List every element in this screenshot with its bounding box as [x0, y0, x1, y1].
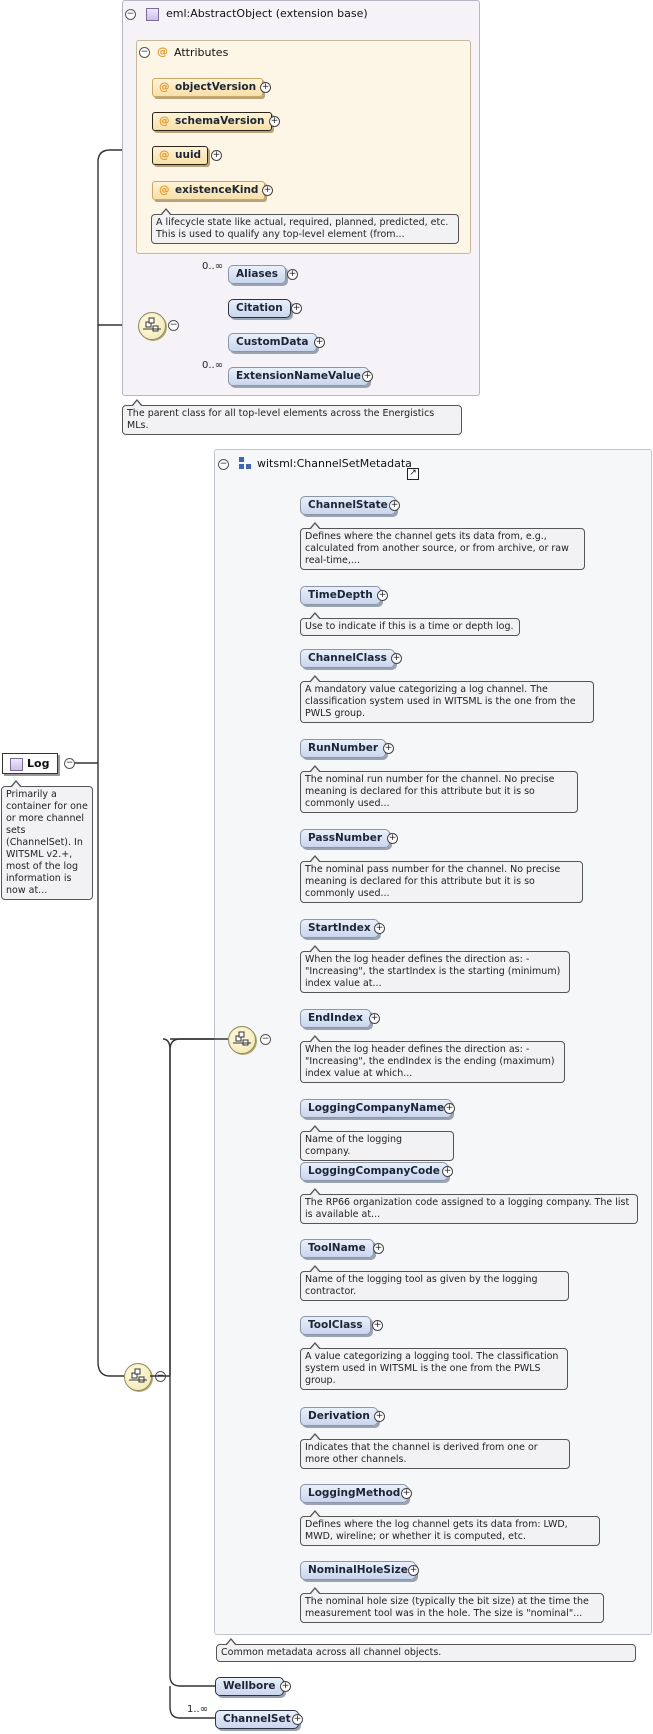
expand-toggle-startindex[interactable]: +	[374, 923, 385, 934]
expand-toggle-wellbore[interactable]: +	[280, 1681, 291, 1692]
endindex-annotation: When the log header defines the directio…	[300, 1035, 565, 1083]
expand-toggle-toolclass[interactable]: +	[372, 1320, 383, 1331]
attribute-schemaversion[interactable]: @schemaVersion	[152, 112, 272, 131]
sequence-compositor-icon[interactable]	[228, 1026, 256, 1054]
collapse-toggle-main-sequence[interactable]: −	[155, 1371, 166, 1382]
expand-toggle-runnumber[interactable]: +	[383, 743, 394, 754]
element-wellbore[interactable]: Wellbore	[215, 1677, 284, 1696]
attributes-title: Attributes	[174, 46, 229, 59]
attribute-icon: @	[159, 81, 170, 93]
expand-toggle-extensionnamevalue[interactable]: +	[362, 371, 373, 382]
element-aliases[interactable]: Aliases	[228, 265, 287, 284]
expand-toggle-loggingmethod[interactable]: +	[401, 1488, 412, 1499]
collapse-toggle-attributes[interactable]: −	[139, 47, 150, 58]
channelsetmetadata-title: witsml:ChannelSetMetadata	[257, 457, 412, 470]
collapse-toggle-meta-sequence[interactable]: −	[260, 1034, 271, 1045]
element-channelstate[interactable]: ChannelState	[300, 496, 396, 515]
channelclass-annotation: A mandatory value categorizing a log cha…	[300, 675, 594, 723]
sequence-glyph	[129, 1368, 147, 1383]
channelsetmetadata-annotation: Common metadata across all channel objec…	[216, 1638, 636, 1662]
expand-toggle-existencekind[interactable]: +	[262, 185, 273, 196]
abstract-object-title: eml:AbstractObject (extension base)	[166, 7, 368, 20]
expand-toggle-citation[interactable]: +	[291, 303, 302, 314]
expand-toggle-loggingcompanyname[interactable]: +	[444, 1103, 455, 1114]
expand-toggle-aliases[interactable]: +	[287, 269, 298, 280]
collapse-toggle-abstract-object[interactable]: −	[125, 9, 136, 20]
expand-toggle-endindex[interactable]: +	[369, 1013, 380, 1024]
sequence-glyph	[143, 317, 161, 332]
collapse-toggle-base-sequence[interactable]: −	[168, 320, 179, 331]
expand-toggle-channelstate[interactable]: +	[389, 500, 400, 511]
attribute-uuid[interactable]: @uuid	[152, 146, 209, 165]
element-customdata[interactable]: CustomData	[228, 333, 317, 352]
timedepth-annotation: Use to indicate if this is a time or dep…	[300, 612, 520, 636]
sequence-compositor-icon[interactable]	[124, 1363, 152, 1391]
expand-toggle-timedepth[interactable]: +	[377, 590, 388, 601]
open-reference-icon[interactable]: ↗	[407, 468, 419, 480]
complex-type-icon	[10, 758, 23, 771]
expand-toggle-loggingcompanycode[interactable]: +	[442, 1166, 453, 1177]
expand-toggle-toolname[interactable]: +	[373, 1243, 384, 1254]
element-derivation[interactable]: Derivation	[300, 1407, 378, 1426]
element-passnumber[interactable]: PassNumber	[300, 829, 391, 848]
expand-toggle-passnumber[interactable]: +	[387, 833, 398, 844]
passnumber-annotation: The nominal pass number for the channel.…	[300, 855, 583, 903]
expand-toggle-nominalholesize[interactable]: +	[408, 1565, 419, 1576]
element-runnumber[interactable]: RunNumber	[300, 739, 387, 758]
existencekind-annotation: A lifecycle state like actual, required,…	[151, 208, 459, 244]
element-extensionnamevalue[interactable]: ExtensionNameValue	[228, 367, 369, 386]
expand-toggle-channelclass[interactable]: +	[391, 653, 402, 664]
expand-toggle-uuid[interactable]: +	[211, 150, 222, 161]
multiplicity-label: 0..∞	[202, 261, 224, 272]
abstract-object-annotation: The parent class for all top-level eleme…	[122, 399, 462, 435]
attributes-icon: @	[157, 45, 168, 58]
collapse-toggle-log[interactable]: −	[64, 758, 75, 769]
attribute-existencekind[interactable]: @existenceKind	[152, 181, 266, 200]
element-loggingcompanyname[interactable]: LoggingCompanyName	[300, 1099, 453, 1118]
element-startindex[interactable]: StartIndex	[300, 919, 379, 938]
element-endindex[interactable]: EndIndex	[300, 1009, 371, 1028]
element-toolclass[interactable]: ToolClass	[300, 1316, 371, 1335]
root-annotation: Primarily a container for one or more ch…	[1, 780, 93, 900]
sequence-compositor-icon[interactable]	[138, 312, 166, 340]
attribute-icon: @	[159, 149, 170, 161]
multiplicity-label: 0..∞	[202, 360, 224, 371]
element-loggingcompanycode[interactable]: LoggingCompanyCode	[300, 1162, 448, 1181]
multiplicity-label: 1..∞	[187, 1704, 209, 1715]
attribute-icon: @	[159, 115, 170, 127]
complex-type-icon	[146, 8, 159, 21]
nominalholesize-annotation: The nominal hole size (typically the bit…	[300, 1587, 604, 1623]
expand-toggle-channelset[interactable]: +	[292, 1714, 303, 1725]
startindex-annotation: When the log header defines the directio…	[300, 945, 570, 993]
sequence-glyph	[233, 1031, 251, 1046]
expand-toggle-customdata[interactable]: +	[314, 337, 325, 348]
root-label: Log	[27, 757, 50, 770]
element-toolname[interactable]: ToolName	[300, 1239, 374, 1258]
expand-toggle-derivation[interactable]: +	[374, 1411, 385, 1422]
attribute-objectversion[interactable]: @objectVersion	[152, 78, 264, 97]
element-channelclass[interactable]: ChannelClass	[300, 649, 395, 668]
element-citation[interactable]: Citation	[228, 299, 291, 318]
toolclass-annotation: A value categorizing a logging tool. The…	[300, 1342, 568, 1390]
loggingcompanyname-annotation: Name of the logging company.	[300, 1125, 454, 1161]
toolname-annotation: Name of the logging tool as given by the…	[300, 1265, 569, 1301]
element-channelset[interactable]: ChannelSet	[215, 1710, 299, 1729]
runnumber-annotation: The nominal run number for the channel. …	[300, 765, 578, 813]
derivation-annotation: Indicates that the channel is derived fr…	[300, 1433, 570, 1469]
expand-toggle-objectversion[interactable]: +	[260, 82, 271, 93]
element-timedepth[interactable]: TimeDepth	[300, 586, 381, 605]
expand-toggle-schemaversion[interactable]: +	[269, 116, 280, 127]
channelstate-annotation: Defines where the channel gets its data …	[300, 522, 585, 570]
loggingcompanycode-annotation: The RP66 organization code assigned to a…	[300, 1188, 638, 1224]
element-nominalholesize[interactable]: NominalHoleSize	[300, 1561, 416, 1580]
element-loggingmethod[interactable]: LoggingMethod	[300, 1484, 409, 1503]
collapse-toggle-channelsetmetadata[interactable]: −	[218, 459, 229, 470]
attribute-icon: @	[159, 184, 170, 196]
loggingmethod-annotation: Defines where the log channel gets its d…	[300, 1510, 600, 1546]
root-element-log[interactable]: Log	[2, 753, 59, 774]
